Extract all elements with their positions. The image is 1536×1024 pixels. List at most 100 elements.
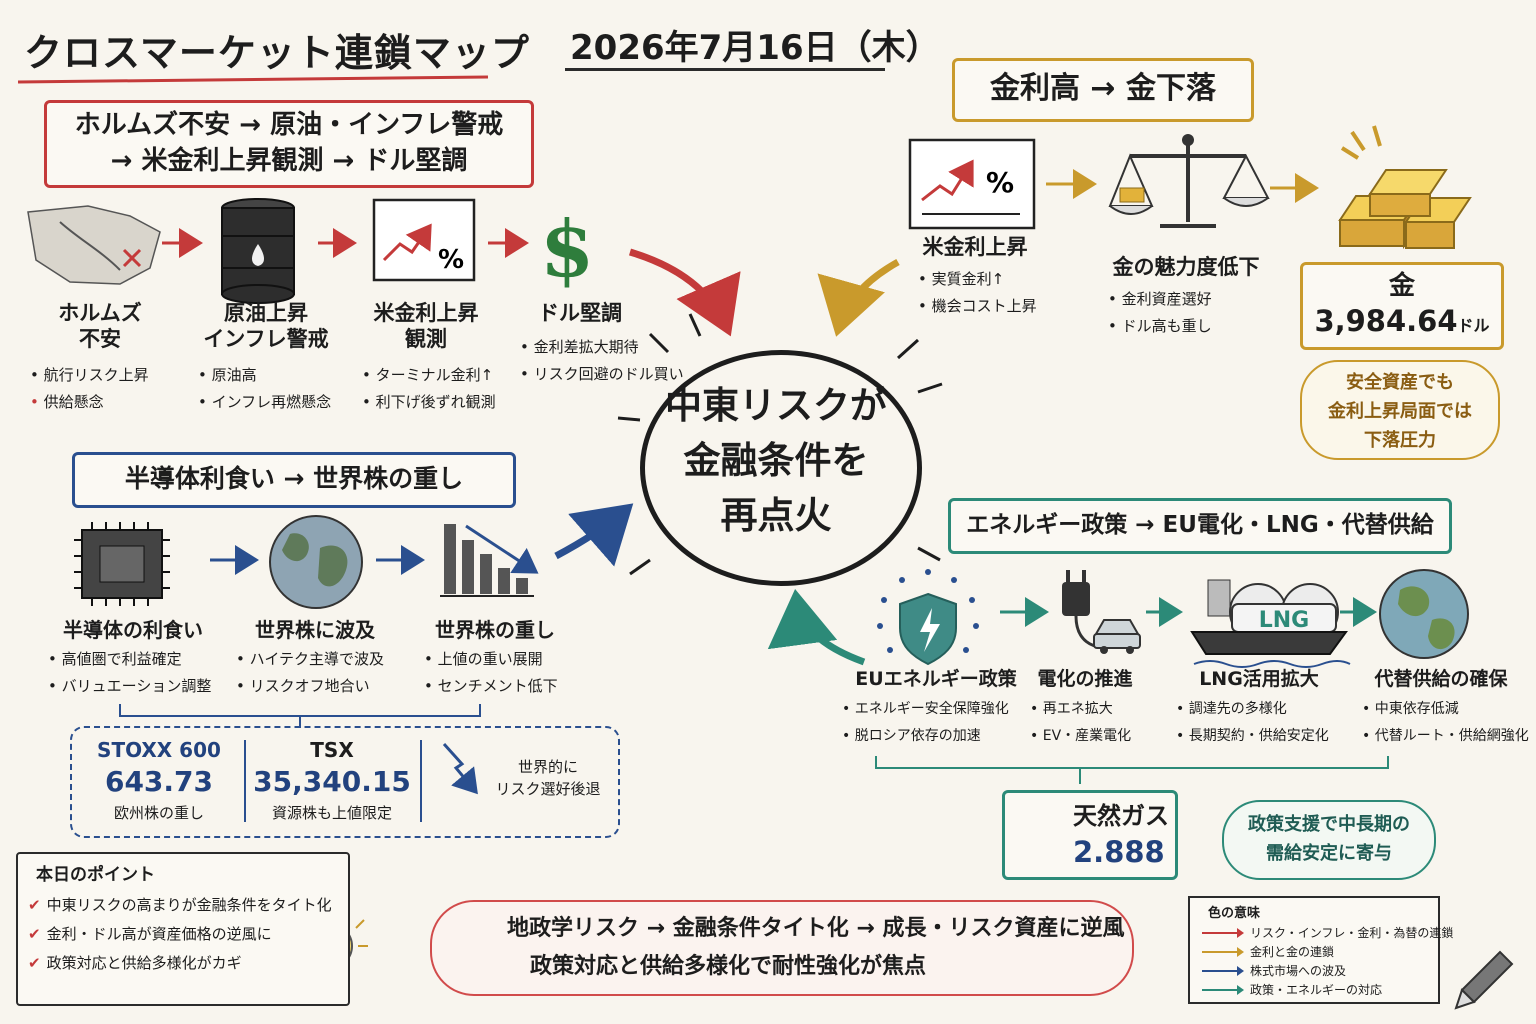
points-title: 本日のポイント xyxy=(36,865,155,885)
gold-price-label: 金 xyxy=(1388,271,1415,301)
points-item-text: 政策対応と供給多様化がカギ xyxy=(46,954,242,972)
gold-rate-chart-icon: % xyxy=(908,138,1036,230)
gold-bars-icon xyxy=(1338,125,1472,250)
global-risk-note: 世界的に リスク選好後退 xyxy=(488,756,608,800)
teal-node-electrification-bullets: 再エネ拡大 EV・産業電化 xyxy=(1030,696,1131,750)
chip-icon xyxy=(74,522,170,606)
bullet-item: 再エネ拡大 xyxy=(1030,696,1131,723)
center-circle xyxy=(640,350,922,586)
bullet-item: EV・産業電化 xyxy=(1030,723,1131,750)
node-title-line: 不安 xyxy=(79,327,121,352)
teal-note-line: 需給安定に寄与 xyxy=(1266,843,1392,864)
node-title-line: ホルムズ xyxy=(58,301,142,325)
check-icon: ✔ xyxy=(28,896,41,914)
oil-barrel-icon xyxy=(221,198,295,304)
summary-line2: 政策対応と供給多様化で耐性強化が焦点 xyxy=(530,954,927,979)
teal-node-supply-bullets: 中東依存低減 代替ルート・供給網強化 xyxy=(1362,696,1529,750)
globe-icon xyxy=(1379,569,1469,659)
node-title-line: インフレ警戒 xyxy=(203,327,329,352)
points-item-text: 中東リスクの高まりが金融条件をタイト化 xyxy=(46,896,332,914)
node-title-line: 原油上昇 xyxy=(224,301,308,325)
node-title-line: ドル堅調 xyxy=(538,301,622,325)
legend-label: リスク・インフレ・金利・為替の連鎖 xyxy=(1250,926,1454,940)
teal-node-eu-title: EUエネルギー政策 xyxy=(855,668,1017,690)
check-icon: ✔ xyxy=(28,925,41,943)
summary-cloud xyxy=(430,900,1134,996)
node-us-rate-title: 米金利上昇 観測 xyxy=(356,300,496,353)
red-chain-heading: ホルムズ不安 → 原油・インフレ警戒 → 米金利上昇観測 → ドル堅調 xyxy=(44,100,534,188)
gold-note-cloud: 安全資産でも 金利上昇局面では 下落圧力 xyxy=(1300,360,1500,460)
stoxx-value: 643.73 xyxy=(104,765,214,798)
legend-swatch xyxy=(1202,946,1244,957)
legend-swatch xyxy=(1202,965,1244,976)
indices-panel xyxy=(70,726,620,838)
teal-chain-heading: エネルギー政策 → EU電化・LNG・代替供給 xyxy=(948,498,1452,554)
bullet-item: 実質金利↑ xyxy=(918,266,1037,293)
down-trend-icon xyxy=(442,742,478,795)
blue-big-arrow xyxy=(554,503,634,567)
bullet-item: 代替ルート・供給網強化 xyxy=(1362,723,1529,750)
node-oil-title: 原油上昇 インフレ警戒 xyxy=(196,300,336,353)
node-oil-bullets: 原油高 インフレ再燃懸念 xyxy=(198,362,332,416)
globe-icon xyxy=(269,515,363,609)
stoxx-name: STOXX 600 xyxy=(97,738,221,762)
node-hormuz-title: ホルムズ 不安 xyxy=(30,300,170,353)
bullet-item: エネルギー安全保障強化 xyxy=(842,696,1009,723)
node-dollar-title: ドル堅調 xyxy=(520,300,640,326)
teal-node-electrification-title: 電化の推進 xyxy=(1037,668,1133,690)
bullet-item: 金利資産選好 xyxy=(1108,286,1212,313)
points-item-text: 金利・ドル高が資産価格の逆風に xyxy=(46,925,272,943)
gold-note-line: 金利上昇局面では xyxy=(1328,401,1472,422)
gold-node-rate-bullets: 実質金利↑ 機会コスト上昇 xyxy=(918,266,1037,320)
lng-ship-label: LNG xyxy=(1259,608,1310,633)
points-item: ✔ 政策対応と供給多様化がカギ xyxy=(28,949,348,978)
bullet-item: 金利差拡大期待 xyxy=(520,334,684,361)
legend-label: 金利と金の連鎖 xyxy=(1250,945,1335,959)
blue-node-globe-bullets: ハイテク主導で波及 リスクオフ地合い xyxy=(236,646,384,700)
natural-gas-value: 2.888 xyxy=(1073,835,1165,869)
indices-divider xyxy=(244,740,246,822)
points-item: ✔ 金利・ドル高が資産価格の逆風に xyxy=(28,920,348,949)
map-icon xyxy=(27,205,161,285)
red-heading-line2: → 米金利上昇観測 → ドル堅調 xyxy=(110,146,468,176)
page-title: クロスマーケット連鎖マップ xyxy=(24,31,530,75)
bullet-item: 中東依存低減 xyxy=(1362,696,1529,723)
gold-chain-arrows xyxy=(1046,169,1319,203)
teal-note-line: 政策支援で中長期の xyxy=(1248,814,1410,835)
plug-car-icon xyxy=(1062,570,1141,654)
bullet-item: 高値圏で利益確定 xyxy=(48,646,211,673)
bullet-item: センチメント低下 xyxy=(424,673,558,700)
lng-ship-icon: LNG xyxy=(1190,579,1351,668)
red-heading-line1: ホルムズ不安 → 原油・インフレ警戒 xyxy=(74,110,504,140)
teal-node-eu-bullets: エネルギー安全保障強化 脱ロシア依存の加速 xyxy=(842,696,1009,750)
node-us-rate-bullets: ターミナル金利↑ 利下げ後ずれ観測 xyxy=(362,362,496,416)
gold-chain-heading: 金利高 → 金下落 xyxy=(952,58,1254,122)
gold-node-rate-title: 米金利上昇 xyxy=(922,235,1028,259)
bullet-item: ターミナル金利↑ xyxy=(362,362,496,389)
falling-bars-icon xyxy=(440,524,539,597)
teal-note-cloud: 政策支援で中長期の 需給安定に寄与 xyxy=(1222,800,1436,880)
bullet-item: 原油高 xyxy=(198,362,331,389)
check-icon: ✔ xyxy=(28,954,41,972)
legend-row: 政策・エネルギーの対応 xyxy=(1202,981,1382,998)
rate-chart-icon: % xyxy=(372,198,476,282)
blue-node-globe-title: 世界株に波及 xyxy=(255,618,375,642)
note-line: リスク選好後退 xyxy=(495,780,601,798)
bullet-item: リスクオフ地合い xyxy=(236,673,384,700)
bullet-item: リスク回避のドル買い xyxy=(520,361,684,388)
gold-node-appeal-bullets: 金利資産選好 ドル高も重し xyxy=(1108,286,1212,340)
bullet-item: ドル高も重し xyxy=(1108,313,1212,340)
node-hormuz-bullets: 航行リスク上昇 供給懸念 xyxy=(30,362,149,416)
bullet-item: 上値の重い展開 xyxy=(424,646,558,673)
legend-row: リスク・インフレ・金利・為替の連鎖 xyxy=(1202,924,1453,941)
indices-divider xyxy=(420,740,422,822)
points-item: ✔ 中東リスクの高まりが金融条件をタイト化 xyxy=(28,891,348,920)
gold-note-line: 下落圧力 xyxy=(1364,430,1436,451)
gold-price-line: 3,984.64ドル xyxy=(1303,303,1501,344)
natural-gas-label: 天然ガス xyxy=(1073,802,1169,830)
teal-node-supply-title: 代替供給の確保 xyxy=(1374,668,1508,690)
bullet-item: 脱ロシア依存の加速 xyxy=(842,723,1009,750)
today-points-box: 本日のポイント ✔ 中東リスクの高まりが金融条件をタイト化 ✔ 金利・ドル高が資産価… xyxy=(16,852,350,1006)
bullet-item: 供給懸念 xyxy=(30,389,149,416)
bullet-item: 航行リスク上昇 xyxy=(30,362,149,389)
